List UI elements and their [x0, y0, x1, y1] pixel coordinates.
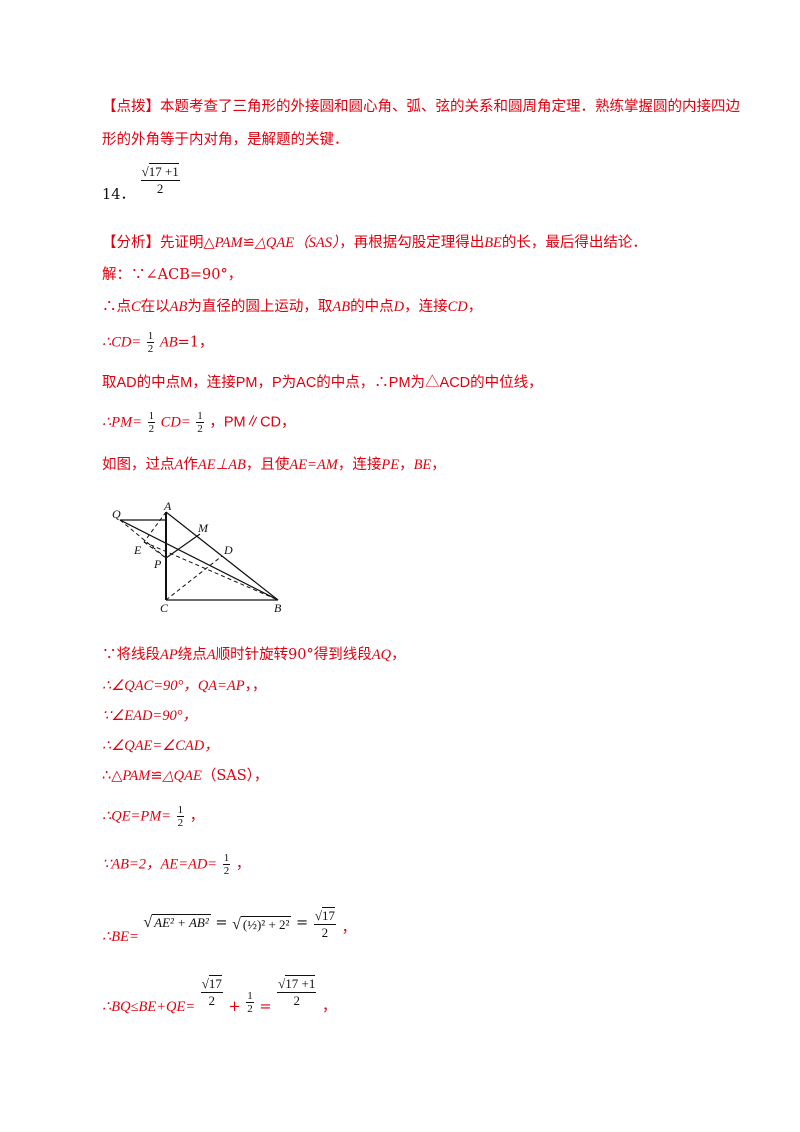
step-1: 解：∵∠ACB=90°，: [102, 267, 243, 283]
hint-line-1: 【点拨】本题考查了三角形的外接圆和圆心角、弧、弦的关系和圆周角定理．熟练掌握圆的…: [102, 98, 740, 116]
label-d: D: [223, 543, 233, 557]
geometry-diagram: Q A M D E P C B: [112, 499, 282, 615]
label-p: P: [153, 557, 162, 571]
analysis-line: 【分析】先证明△PAM≌△QAE（SAS），再根据勾股定理得出BE的长，最后得出…: [102, 235, 647, 251]
label-c: C: [160, 601, 169, 615]
sqrt-expression-1: √AE² + AB²: [143, 913, 211, 931]
segment-qb: [119, 519, 279, 601]
sqrt-icon: √: [232, 915, 241, 933]
label-b: B: [274, 601, 282, 615]
step-6: 如图，过点A作AE⊥AB，且使AE=AM，连接PE，BE，: [102, 457, 446, 473]
sqrt-icon: √: [278, 976, 286, 991]
label-m: M: [197, 521, 209, 535]
label-e: E: [133, 543, 142, 557]
sqrt-icon: √: [201, 976, 209, 991]
segment-ae: [143, 511, 167, 543]
question-number: 14．: [102, 186, 135, 203]
hint-text-2: 形的外角等于内对角，是解题的关键．: [102, 132, 349, 148]
question-14: 14． √17 +1 2: [102, 163, 181, 203]
sqrt-icon: √: [143, 913, 153, 931]
hint-line-2: 形的外角等于内对角，是解题的关键．: [102, 131, 349, 149]
answer-fraction: √17 +1 2: [140, 163, 180, 196]
sqrt-icon: √: [141, 164, 149, 179]
reason-2: ∴∠QAC=90°，QA=AP，，: [102, 678, 267, 694]
step-4: 取AD的中点M，连接PM，P为AC的中点，∴PM为△ACD的中位线，: [102, 375, 543, 391]
geometry-figure: Q A M D E P C B: [110, 498, 300, 622]
step-2: ∴点C在以AB为直径的圆上运动，取AB的中点D，连接CD，: [102, 299, 483, 315]
sqrt-icon: √: [314, 908, 322, 923]
label-q: Q: [112, 507, 121, 521]
segment-qp: [119, 519, 167, 559]
reason-1: ∵将线段AP绕点A顺时针旋转90°得到线段AQ，: [102, 647, 406, 663]
sqrt-expression-2: √(½)² + 2²: [232, 915, 292, 933]
reason-4: ∴∠QAE=∠CAD，: [102, 738, 219, 754]
hint-text-1: 本题考查了三角形的外接圆和圆心角、弧、弦的关系和圆周角定理．熟练掌握圆的内接四边: [160, 99, 740, 115]
segment-cd: [165, 555, 223, 601]
hint-tag: 【点拨】: [102, 99, 160, 115]
reason-3: ∵∠EAD=90°，: [102, 708, 197, 724]
segment-ep: [143, 541, 167, 559]
label-a: A: [163, 499, 172, 513]
segment-eb: [143, 541, 279, 601]
reason-5: ∴△PAM≌△QAE（SAS），: [102, 768, 269, 784]
